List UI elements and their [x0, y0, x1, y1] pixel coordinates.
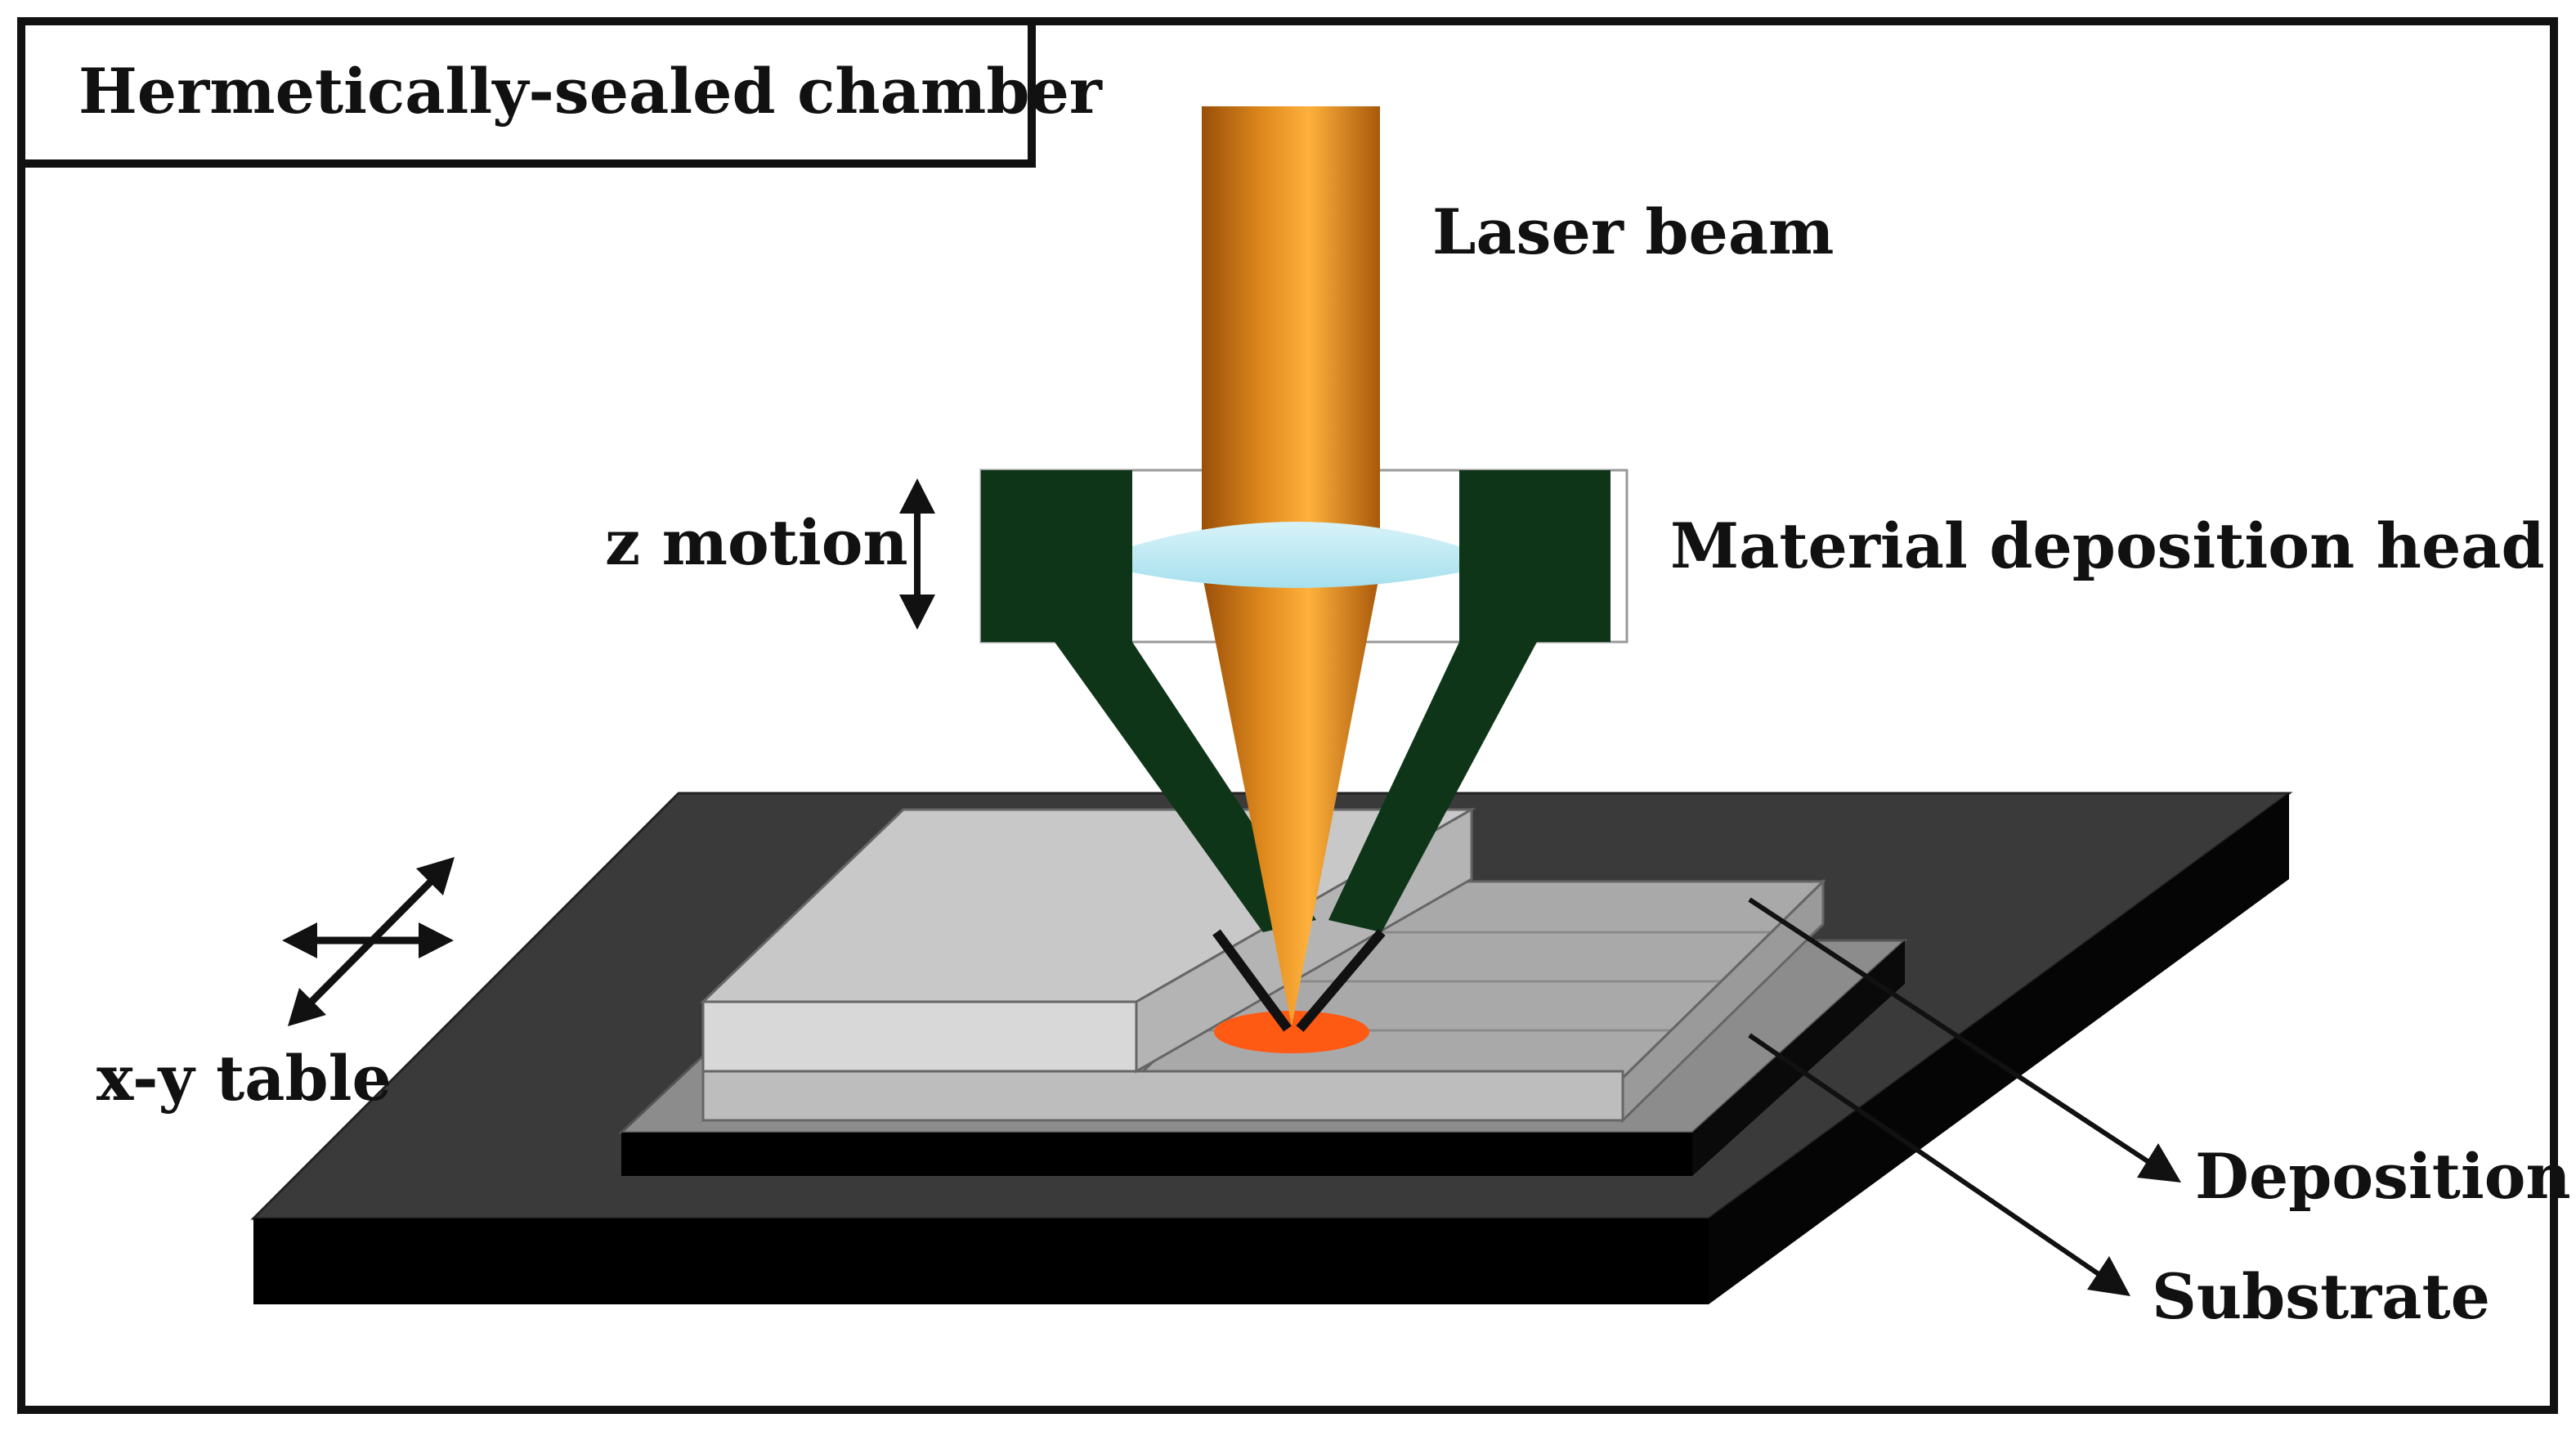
- laser-beam: [1202, 106, 1380, 1026]
- powder-stream-right: [1296, 929, 1386, 1032]
- focusing-lens: [1132, 522, 1459, 588]
- z-motion-label: z motion: [605, 506, 908, 579]
- z-motion-arrow: [899, 478, 935, 630]
- substrate-label: Substrate: [2152, 1260, 2490, 1333]
- chamber-title-box: Hermetically-sealed chamber: [17, 17, 1103, 168]
- xy-motion-arrows: [282, 857, 455, 1026]
- deposition-head-label: Material deposition head: [1670, 509, 2545, 582]
- powder-stream-left: [1212, 929, 1292, 1032]
- chamber-label: Hermetically-sealed chamber: [78, 55, 1103, 128]
- deposition-leader: [1748, 897, 2181, 1182]
- substrate-leader: [1748, 1033, 2130, 1296]
- xy-table-label: x-y table: [96, 1042, 392, 1115]
- deposition-label: Deposition: [2195, 1140, 2571, 1213]
- melt-pool: [1214, 1011, 1369, 1053]
- laser-beam-label: Laser beam: [1432, 195, 1834, 268]
